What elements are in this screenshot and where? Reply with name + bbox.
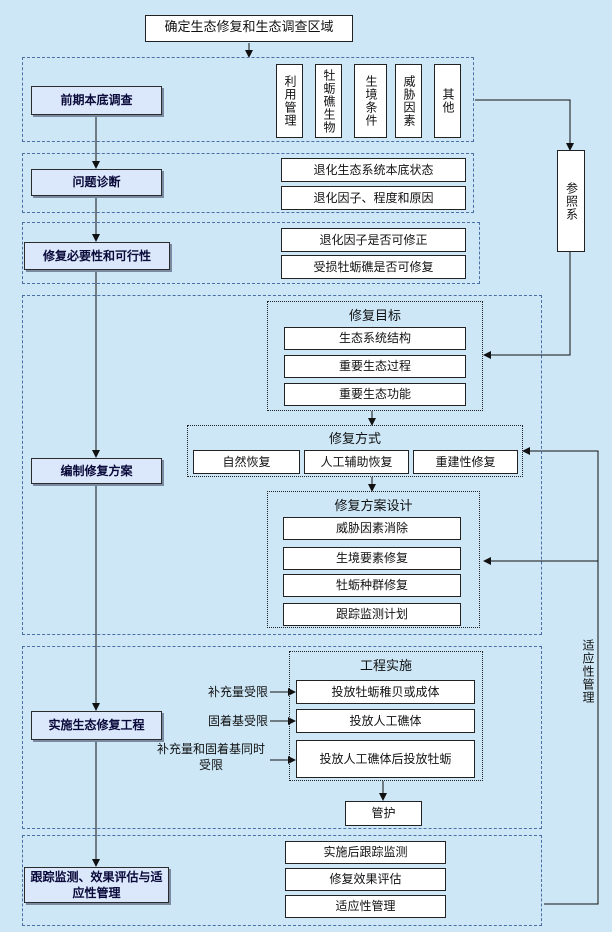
impl-care: 管护 bbox=[345, 801, 422, 826]
goal-process: 重要生态过程 bbox=[284, 355, 466, 378]
survey-item-other: 其他 bbox=[434, 64, 461, 138]
region-implement bbox=[22, 646, 542, 829]
diagnosis-item-1: 退化生态系统本底状态 bbox=[281, 158, 466, 182]
survey-item-oyster: 牡蛎礁生物 bbox=[315, 64, 342, 138]
impl-title: 工程实施 bbox=[359, 659, 412, 674]
goals-group bbox=[267, 301, 483, 411]
design-population-restore: 牡蛎种群修复 bbox=[283, 574, 461, 597]
stage-implement: 实施生态修复工程 bbox=[31, 711, 162, 740]
methods-title: 修复方式 bbox=[328, 432, 381, 447]
stage-plan: 编制修复方案 bbox=[31, 458, 162, 484]
impl-group bbox=[289, 651, 483, 781]
monitor-adaptive: 适应性管理 bbox=[285, 895, 446, 918]
method-natural: 自然恢复 bbox=[193, 450, 300, 474]
feasibility-item-2: 受损牡蛎礁是否可修复 bbox=[281, 255, 466, 279]
design-title: 修复方案设计 bbox=[334, 499, 413, 514]
condition-recruitment: 补充量受限 bbox=[207, 685, 268, 699]
methods-group bbox=[187, 425, 523, 477]
condition-substrate: 固着基受限 bbox=[207, 714, 268, 728]
method-assisted: 人工辅助恢复 bbox=[304, 450, 409, 474]
design-monitoring-plan: 跟踪监测计划 bbox=[283, 603, 461, 626]
region-survey bbox=[22, 57, 474, 142]
arrow-reference-to-goals bbox=[483, 252, 571, 359]
arrow-survey-to-reference bbox=[475, 99, 574, 151]
design-group bbox=[267, 491, 480, 628]
region-diagnosis bbox=[22, 153, 474, 213]
condition-both: 补充量和固着基同时受限 bbox=[156, 742, 265, 772]
arrow-adaptive-loop bbox=[522, 447, 599, 905]
survey-item-habitat: 生境条件 bbox=[354, 64, 387, 138]
region-feasibility bbox=[22, 222, 480, 284]
survey-area-box: 确定生态修复和生态调查区域 bbox=[145, 15, 353, 42]
impl-spat-release: 投放牡蛎稚贝或成体 bbox=[296, 680, 475, 704]
design-habitat-restore: 生境要素修复 bbox=[283, 547, 461, 570]
region-plan bbox=[22, 295, 542, 635]
goal-function: 重要生态功能 bbox=[284, 383, 466, 406]
stage-diagnosis: 问题诊断 bbox=[31, 169, 162, 196]
goal-structure: 生态系统结构 bbox=[284, 327, 466, 350]
diagnosis-item-2: 退化因子、程度和原因 bbox=[281, 186, 466, 210]
stage-monitor: 跟踪监测、效果评估与适应性管理 bbox=[24, 867, 169, 903]
feasibility-item-1: 退化因子是否可修正 bbox=[281, 228, 466, 252]
goals-title: 修复目标 bbox=[348, 309, 401, 324]
monitor-evaluation: 修复效果评估 bbox=[285, 868, 446, 891]
stage-feasibility: 修复必要性和可行性 bbox=[24, 242, 170, 270]
method-reconstruct: 重建性修复 bbox=[413, 450, 518, 474]
stage-survey: 前期本底调查 bbox=[31, 86, 162, 115]
survey-item-usage: 利用管理 bbox=[276, 64, 303, 138]
monitor-tracking: 实施后跟踪监测 bbox=[285, 841, 446, 864]
impl-reef-then-oyster: 投放人工礁体后投放牡蛎 bbox=[296, 740, 475, 778]
design-threat-removal: 威胁因素消除 bbox=[283, 517, 461, 540]
impl-reef-placement: 投放人工礁体 bbox=[296, 709, 475, 733]
adaptive-management-label: 适应性管理 bbox=[575, 626, 595, 716]
reference-system: 参照系 bbox=[557, 150, 585, 252]
region-monitor bbox=[22, 835, 542, 926]
survey-item-threats: 威胁因素 bbox=[395, 64, 422, 138]
